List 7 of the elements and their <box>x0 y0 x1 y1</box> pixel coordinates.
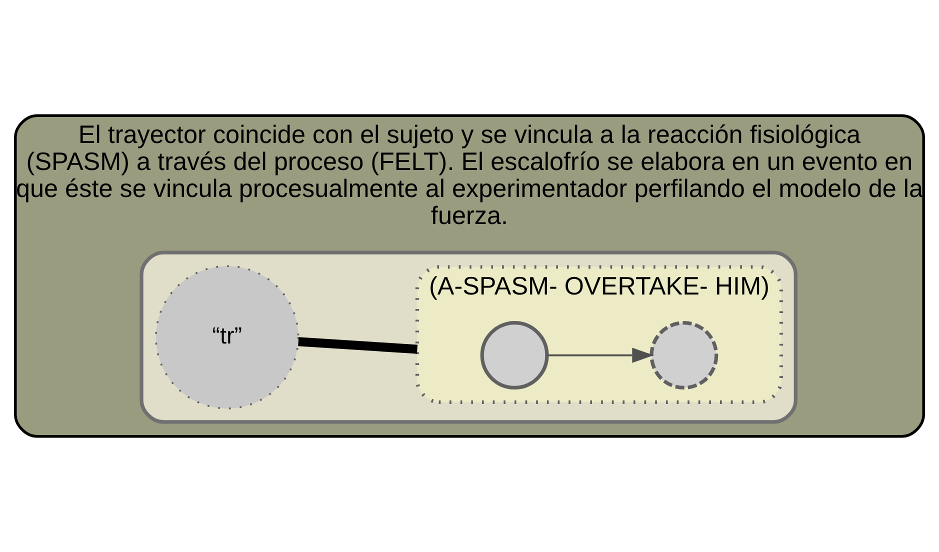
connector <box>298 337 418 354</box>
arrow <box>548 348 654 363</box>
cluster <box>140 250 798 424</box>
node-circle <box>480 321 549 390</box>
node-circle <box>650 321 718 390</box>
cluster: (A-SPASM- OVERTAKE- HIM) <box>415 265 784 404</box>
node-circle: “tr” <box>155 265 300 410</box>
